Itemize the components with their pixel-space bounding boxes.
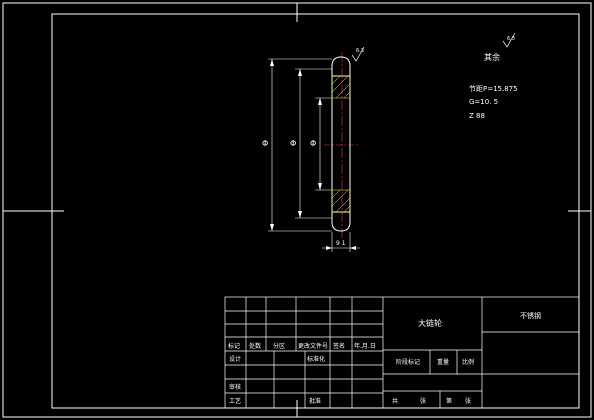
tb-sheet-no: 第: [446, 397, 452, 405]
tb-scale: 比例: [462, 358, 474, 366]
spec-line2: G=10. 5: [469, 98, 498, 106]
dim-width-label: 9 1: [336, 240, 346, 247]
tb-zone: 分区: [273, 342, 285, 350]
roughness-part-mark: 6.3: [356, 48, 364, 54]
dim-arrows: [270, 59, 356, 250]
tb-sign: 签名: [333, 342, 345, 350]
tb-doc: 更改文件号: [298, 342, 328, 350]
tb-approve: 批准: [309, 397, 321, 405]
roughness-general-mark: 6.3: [507, 36, 515, 42]
drawing-name: 大链轮: [418, 318, 442, 328]
tb-sheets-total2: 张: [420, 397, 426, 405]
tb-mark: 标记: [228, 342, 240, 350]
spec-pitch: 节距P=15.875: [469, 85, 518, 93]
tb-standardize: 标准化: [307, 355, 325, 363]
tb-process: 工艺: [229, 397, 241, 405]
tb-review: 审核: [229, 383, 241, 391]
title-block: [224, 296, 580, 409]
tb-date: 年.月.日: [354, 342, 376, 350]
tb-sheet-no2: 张: [465, 397, 471, 405]
spec-line3: Z 88: [469, 112, 485, 120]
section-outline: [331, 56, 351, 232]
roughness-general-label: 其余: [484, 52, 500, 62]
hatch-lines: [331, 75, 351, 213]
sprocket-section: [324, 52, 360, 238]
dim-outer-label: Φ: [262, 139, 268, 148]
roughness-symbol: [351, 32, 516, 62]
dim-hub-label: Φ: [310, 139, 316, 148]
hatch-top: [331, 75, 351, 99]
material: 不锈钢: [520, 311, 541, 320]
hatch-bottom: [331, 189, 351, 213]
tb-weight: 重量: [437, 358, 449, 366]
dim-root-label: Φ: [290, 139, 296, 148]
tb-designer: 设计: [229, 355, 241, 363]
tb-stage-mark: 阶段标记: [396, 358, 420, 366]
tb-sheets-total: 共: [392, 397, 398, 405]
tb-count: 处数: [249, 342, 261, 350]
